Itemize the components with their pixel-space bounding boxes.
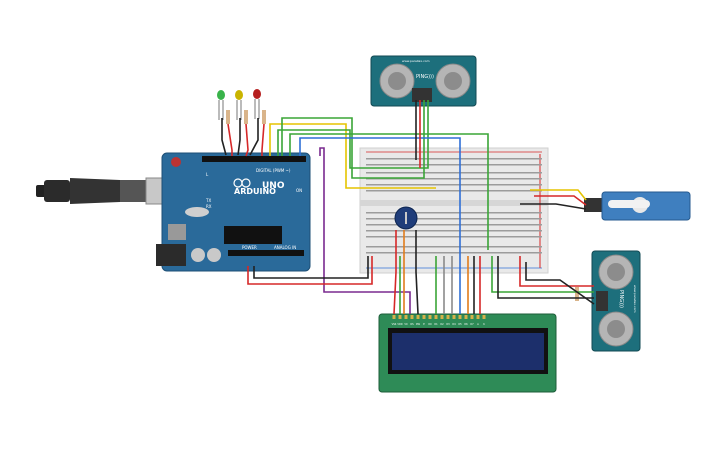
potentiometer[interactable]	[394, 206, 418, 230]
ultrasonic-sensor-top: PING))) www.parallax.com	[370, 55, 477, 107]
lcd-pin	[446, 315, 450, 319]
on-label: ON	[296, 188, 302, 193]
lcd-pin	[464, 315, 468, 319]
lcd-pin-label: VDD	[397, 323, 402, 326]
digital-label: DIGITAL (PWM ~)	[256, 168, 291, 173]
resistors	[226, 110, 579, 301]
lcd-pin	[392, 315, 396, 319]
l-label: L	[206, 172, 209, 177]
lcd-pin-label: D0	[428, 323, 432, 326]
lcd-pin	[410, 315, 414, 319]
lcd-pin-label: A	[477, 323, 479, 326]
ping-top-site-label: www.parallax.com	[402, 59, 430, 63]
power-label: POWER	[242, 245, 257, 250]
arduino-model-label: UNO	[262, 181, 285, 191]
ultrasonic-sensor-right: PING))) www.parallax.com	[591, 250, 641, 352]
breadboard	[359, 147, 549, 274]
usb-cable	[36, 177, 169, 205]
lcd-pin-label: D3	[446, 323, 450, 326]
led-red	[253, 89, 261, 119]
lcd-pin	[470, 315, 474, 319]
breadboard-holes	[366, 158, 542, 254]
ping-right-site-label: www.parallax.com	[633, 285, 637, 313]
arduino-uno-board: ARDUINO UNO DIGITAL (PWM ~) POWER ANALOG…	[156, 152, 311, 272]
ping-right-name-label: PING)))	[618, 290, 624, 308]
arduino-logo-icon	[233, 178, 251, 188]
led-yellow	[235, 90, 243, 120]
lcd-pin-label: RW	[416, 323, 421, 326]
lcd-pin-label: K	[483, 323, 485, 326]
lcd-pin-label: D1	[434, 323, 438, 326]
lcd-pin	[404, 315, 408, 319]
lcd-pin-label: D4	[452, 323, 456, 326]
lcd-pin-label: VSS	[392, 323, 397, 326]
led-green	[217, 90, 225, 120]
lcd-pin	[458, 315, 462, 319]
lcd-pin	[440, 315, 444, 319]
ping-top-name-label: PING)))	[416, 74, 434, 80]
lcd-pin	[434, 315, 438, 319]
lcd-pin-label: E	[423, 323, 425, 326]
lcd-pin-label: D7	[470, 323, 474, 326]
lcd-pin-label: D5	[458, 323, 462, 326]
rx-label: RX	[206, 204, 212, 209]
lcd-pin-label: D2	[440, 323, 444, 326]
lcd-pin-label: V0	[404, 323, 408, 326]
lcd-pin-label: D6	[464, 323, 468, 326]
lcd-pin	[476, 315, 480, 319]
reset-button[interactable]	[171, 157, 181, 167]
analog-label: ANALOG IN	[274, 245, 296, 250]
wires	[221, 100, 595, 315]
lcd-pin-label: RS	[410, 323, 414, 326]
arduino-brand-label: ARDUINO	[234, 187, 276, 196]
servo-motor	[584, 191, 691, 221]
tx-label: TX	[205, 198, 211, 203]
lcd-pin	[482, 315, 486, 319]
lcd-pin	[398, 315, 402, 319]
lcd-pin	[416, 315, 420, 319]
lcd-pin	[428, 315, 432, 319]
lcd-pin	[452, 315, 456, 319]
lcd-pin	[422, 315, 426, 319]
